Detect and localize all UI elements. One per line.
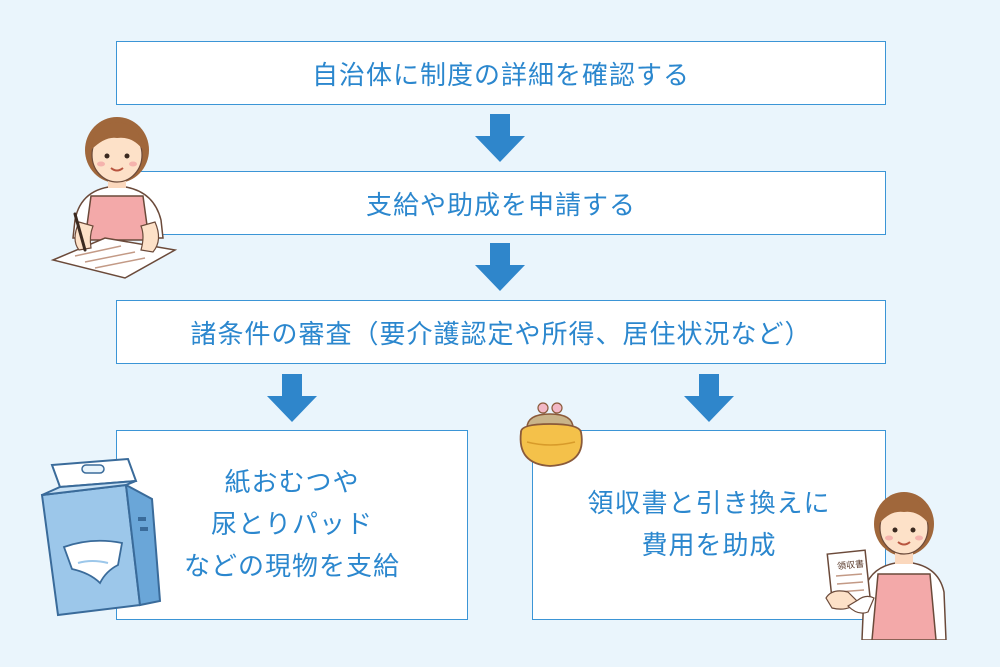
outcome-right-line-2: 費用を助成	[641, 531, 777, 561]
arrow-down-icon	[475, 114, 525, 162]
step-1-label: 自治体に制度の詳細を確認する	[311, 60, 690, 91]
outcome-right-box: 領収書と引き換えに 費用を助成	[532, 430, 886, 620]
woman-receipt-illustration-icon	[825, 492, 947, 640]
step-2-box: 支給や助成を申請する	[116, 171, 886, 235]
outcome-left-box: 紙おむつや 尿とりパッド などの現物を支給	[116, 430, 468, 620]
arrow-down-icon	[684, 374, 734, 422]
outcome-left-line-1: 紙おむつや	[224, 468, 360, 498]
step-1-box: 自治体に制度の詳細を確認する	[116, 41, 886, 105]
arrow-down-icon	[475, 243, 525, 291]
diaper-pack-illustration-icon	[40, 457, 162, 617]
woman-writing-illustration-icon	[50, 117, 178, 279]
step-2-label: 支給や助成を申請する	[365, 190, 636, 221]
outcome-left-line-2: 尿とりパッド	[210, 510, 373, 540]
outcome-left-line-3: などの現物を支給	[183, 552, 400, 582]
coin-purse-illustration-icon	[519, 402, 583, 467]
outcome-right-line-1: 領収書と引き換えに	[587, 489, 831, 519]
step-3-label: 諸条件の審査（要介護認定や所得、居住状況など）	[190, 319, 812, 350]
arrow-down-icon	[267, 374, 317, 422]
step-3-box: 諸条件の審査（要介護認定や所得、居住状況など）	[116, 300, 886, 364]
